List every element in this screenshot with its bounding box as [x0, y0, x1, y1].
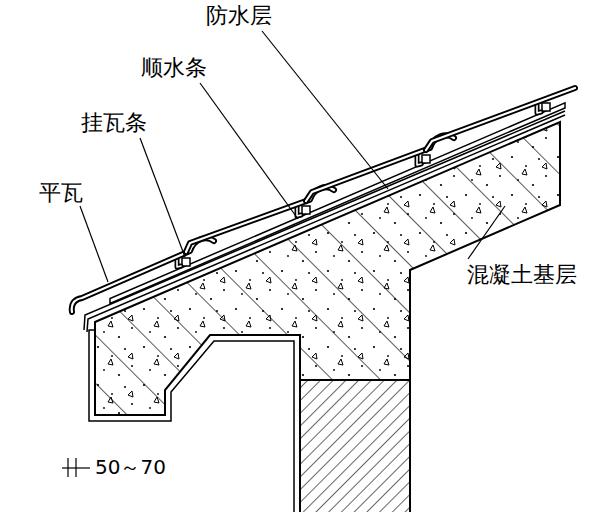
part-label: 混凝土基层: [466, 262, 578, 287]
dimension-mark: [62, 458, 90, 477]
part-label: 平瓦: [38, 180, 84, 205]
leader-lines: [80, 31, 505, 282]
part-label: 挂瓦条: [80, 110, 148, 135]
part-label: 顺水条: [140, 55, 208, 80]
dimension-label: 50～70: [94, 456, 167, 479]
part-label: 防水层: [205, 3, 273, 28]
